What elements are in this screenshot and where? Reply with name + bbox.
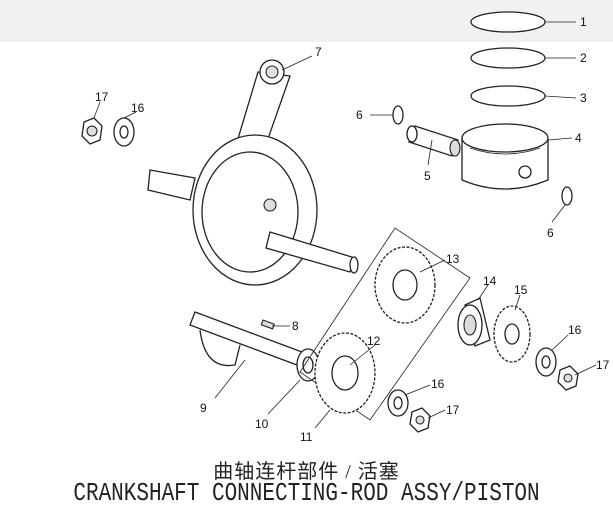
piston-ring-3 (470, 85, 546, 107)
gear-13 (374, 246, 436, 324)
nut-bottom (409, 407, 431, 433)
gear-15 (493, 305, 531, 363)
callout-17-right: 17 (596, 358, 610, 372)
callout-6-upper: 6 (356, 108, 363, 122)
callout-3: 3 (580, 91, 587, 105)
callout-14: 14 (483, 274, 497, 288)
washer-left (113, 117, 135, 147)
nut-left (81, 117, 103, 145)
circlip-upper (392, 105, 404, 125)
washer-right (535, 347, 557, 377)
callout-7: 7 (315, 45, 322, 59)
piston-ring-2 (470, 47, 546, 69)
diagram-title-english: CRANKSHAFT CONNECTING-ROD ASSY/PISTON (73, 480, 540, 509)
callout-15: 15 (514, 283, 528, 297)
callout-1: 1 (580, 15, 587, 29)
callout-8: 8 (292, 319, 299, 333)
key (260, 319, 276, 330)
washer-bottom (387, 389, 409, 417)
callout-5: 5 (424, 169, 431, 183)
callout-9: 9 (200, 401, 207, 415)
nut-right (557, 365, 579, 391)
callout-6-lower: 6 (547, 226, 554, 240)
callout-16-bottom: 16 (431, 377, 445, 391)
callout-12: 12 (367, 334, 381, 348)
piston-ring-1 (470, 11, 546, 33)
piston (461, 123, 549, 190)
diagram-title-chinese: 曲轴连杆部件 / 活塞 (213, 461, 400, 483)
piston-pin (406, 125, 461, 157)
callout-13: 13 (446, 252, 460, 266)
callout-17-bottom: 17 (446, 403, 460, 417)
leader-lines (93, 21, 597, 429)
bearing-14 (457, 297, 491, 347)
gear-12 (314, 332, 376, 414)
callout-11: 11 (300, 430, 313, 444)
callout-10: 10 (255, 417, 269, 431)
crankshaft (147, 134, 359, 286)
callout-2: 2 (580, 51, 587, 65)
callout-4: 4 (575, 131, 582, 145)
circlip-lower (561, 186, 573, 206)
callout-17-left: 17 (95, 90, 109, 104)
callout-16-right: 16 (568, 323, 582, 337)
callout-16-left: 16 (131, 101, 145, 115)
